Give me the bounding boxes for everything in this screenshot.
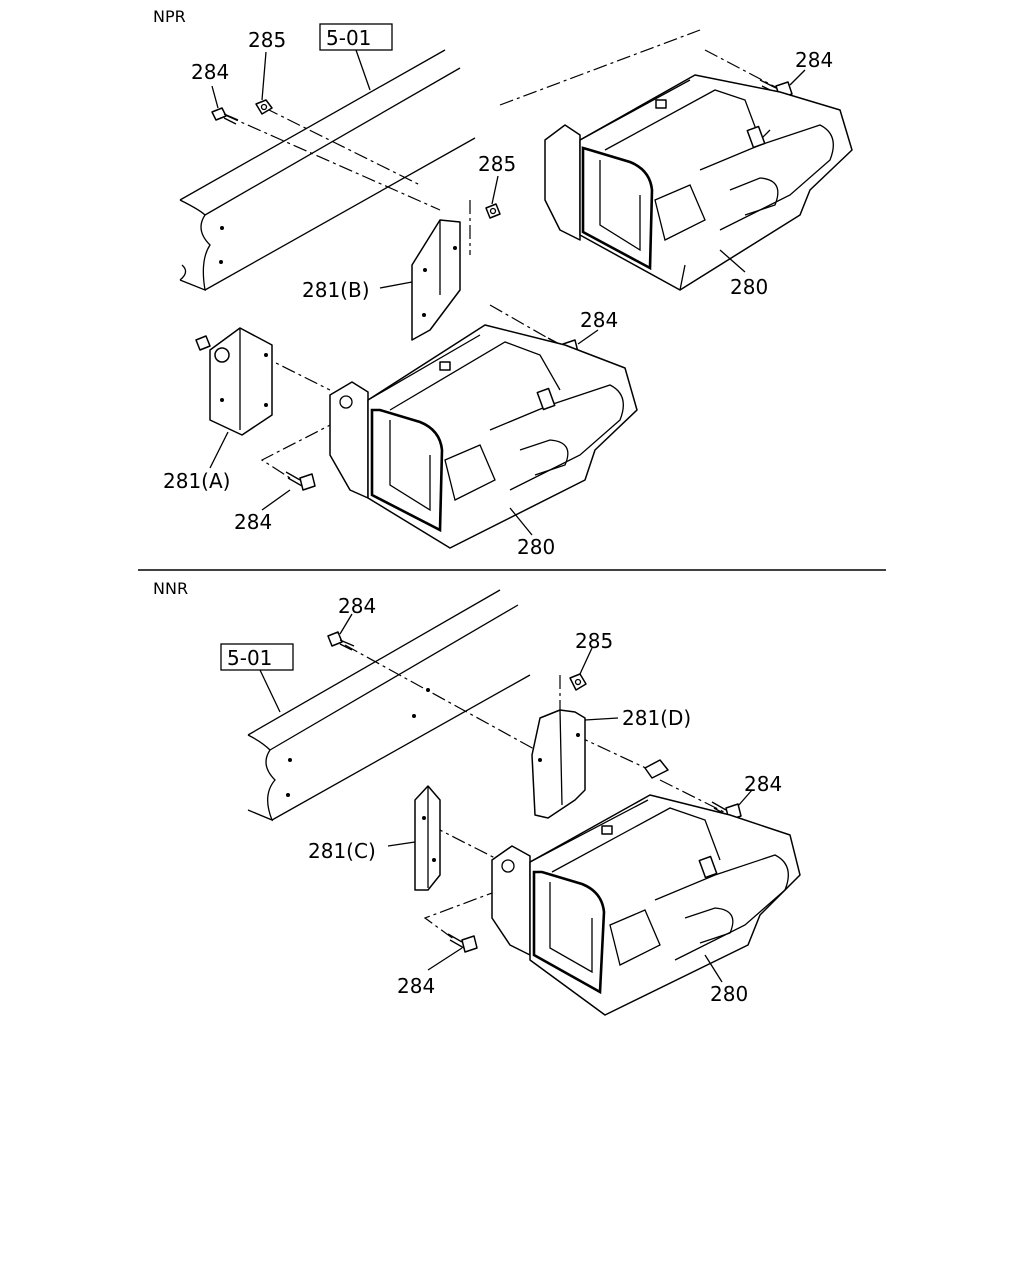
callout-281c: 281(C) (308, 839, 376, 863)
bolt-284-nnr-a[interactable] (327, 631, 355, 651)
callout-284-npr-2: 284 (795, 48, 833, 72)
bracket-281d[interactable] (531, 709, 586, 819)
toolbox-280-npr-upper[interactable] (544, 74, 853, 291)
callout-285-npr-2: 285 (478, 152, 516, 176)
callout-281a: 281(A) (163, 469, 230, 493)
frame-rail-nnr (247, 589, 531, 822)
bolt-284-npr-a[interactable] (211, 107, 239, 125)
ref-box-npr[interactable]: 5-01 (319, 23, 393, 91)
nut-285-npr-a[interactable] (255, 99, 273, 115)
nut-285-npr-b[interactable] (485, 203, 501, 219)
ref-box-nnr-label: 5-01 (227, 646, 272, 670)
toolbox-280-npr-lower[interactable] (329, 324, 638, 549)
section-title-nnr: NNR (153, 579, 188, 598)
callout-285-npr-1: 285 (248, 28, 286, 52)
callout-285-nnr: 285 (575, 629, 613, 653)
callout-280-nnr: 280 (710, 982, 748, 1006)
callout-284-npr-1: 284 (191, 60, 229, 84)
callout-284-nnr-1: 284 (338, 594, 376, 618)
callout-284-nnr-2: 284 (744, 772, 782, 796)
bolt-284-npr-e[interactable] (285, 471, 316, 491)
section-title-npr: NPR (153, 7, 186, 26)
callout-284-nnr-3: 284 (397, 974, 435, 998)
bracket-281c[interactable] (414, 785, 441, 891)
ref-box-nnr[interactable]: 5-01 (220, 643, 294, 713)
callout-284-npr-3: 284 (580, 308, 618, 332)
nnr-section: NNR 5-01 (153, 579, 801, 1016)
toolbox-280-nnr[interactable] (491, 759, 801, 1016)
callout-280-npr-1: 280 (730, 275, 768, 299)
callout-281b: 281(B) (302, 278, 370, 302)
bracket-281a[interactable] (209, 327, 273, 436)
nut-285-nnr[interactable] (569, 673, 587, 691)
callout-284-npr-4: 284 (234, 510, 272, 534)
ref-box-npr-label: 5-01 (326, 26, 371, 50)
frame-rail-npr (179, 49, 476, 292)
npr-section: NPR 5-01 (153, 7, 853, 559)
callout-281d: 281(D) (622, 706, 691, 730)
callout-280-npr-2: 280 (517, 535, 555, 559)
bracket-281b[interactable] (411, 219, 461, 341)
bolt-284-npr-d[interactable] (195, 335, 211, 351)
bolt-284-nnr-c[interactable] (447, 933, 478, 953)
